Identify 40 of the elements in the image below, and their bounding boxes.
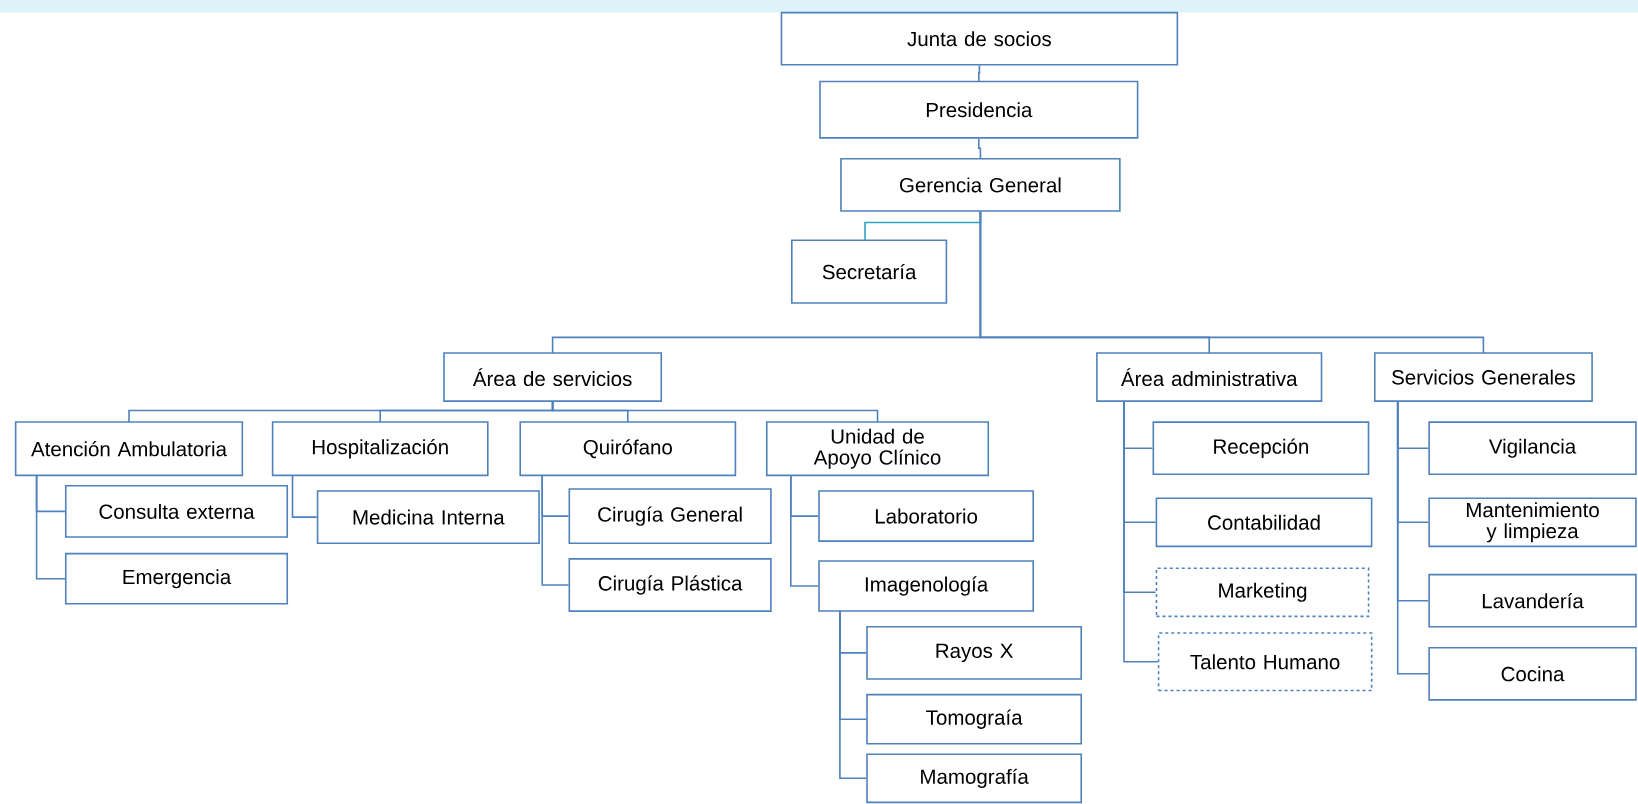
org-box: Medicina Interna	[316, 490, 540, 544]
org-box: Cirugía Plástica	[568, 558, 772, 612]
org-box: Lavandería	[1428, 573, 1637, 628]
org-box: Unidad de Apoyo Clínico	[765, 421, 990, 477]
connector-line	[1123, 400, 1159, 663]
org-box: Área de servicios	[443, 352, 663, 402]
org-box: Contabilidad	[1155, 497, 1373, 548]
connector-line	[1396, 400, 1430, 675]
org-box: Presidencia	[819, 80, 1139, 139]
org-box: Quirófano	[519, 421, 737, 477]
org-box: Área administrativa	[1096, 352, 1323, 402]
org-box: Tomograía	[866, 693, 1082, 745]
org-box: Mantenimiento y limpieza	[1428, 497, 1637, 548]
connector-line	[551, 401, 879, 423]
org-box: Recepción	[1152, 421, 1370, 476]
org-box: Vigilancia	[1428, 421, 1637, 476]
connector-line	[790, 474, 819, 587]
connector-line	[839, 610, 867, 780]
connector-line	[541, 474, 570, 586]
org-box: Laboratorio	[818, 490, 1034, 542]
org-box: Marketing	[1155, 567, 1370, 618]
org-box: Cirugía General	[568, 488, 772, 545]
org-box: Emergencia	[64, 552, 289, 605]
connector-line	[979, 211, 1485, 354]
org-box: Gerencia General	[840, 158, 1121, 212]
connector-line	[978, 137, 982, 160]
connector-line	[978, 64, 981, 83]
org-box: Mamografía	[866, 753, 1082, 804]
org-box: Servicios Generales	[1373, 352, 1593, 402]
org-box: Junta de socios	[780, 11, 1179, 66]
org-box: Consulta externa	[64, 485, 289, 538]
connector-line	[291, 474, 318, 518]
org-box: Hospitalización	[271, 421, 489, 477]
org-box: Secretaría	[791, 239, 948, 304]
org-box: Rayos X	[866, 626, 1082, 680]
org-box: Talento Humano	[1157, 632, 1373, 692]
org-box: Cocina	[1428, 646, 1637, 701]
org-box: Atención Ambulatoria	[14, 421, 244, 477]
connector-line	[35, 474, 66, 580]
org-box: Imagenología	[818, 560, 1034, 612]
